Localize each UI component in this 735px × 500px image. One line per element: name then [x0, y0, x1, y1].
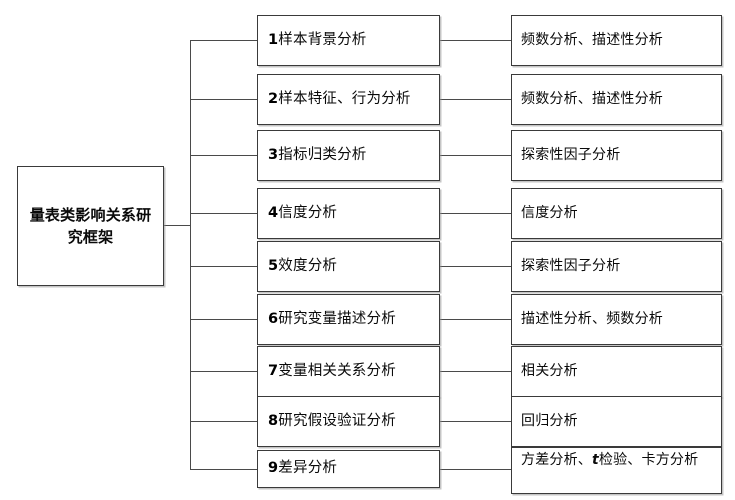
step-box-6[interactable]: 6研究变量描述分析	[257, 294, 440, 345]
step-number-4: 4	[268, 204, 279, 221]
connector-mid-right-4	[440, 213, 512, 215]
connector-branch-7	[190, 371, 258, 373]
step-box-3[interactable]: 3指标归类分析	[257, 130, 440, 181]
connector-branch-4	[190, 213, 258, 215]
step-box-7[interactable]: 7变量相关关系分析	[257, 346, 440, 397]
step-box-2[interactable]: 2样本特征、行为分析	[257, 74, 440, 125]
connector-branch-8	[190, 421, 258, 423]
method-label-6: 描述性分析、频数分析	[521, 310, 663, 327]
step-label-3: 指标归类分析	[278, 146, 367, 163]
method-label-1: 频数分析、描述性分析	[521, 31, 663, 48]
step-number-8: 8	[268, 412, 279, 429]
step-number-6: 6	[268, 310, 279, 327]
step-number-3: 3	[268, 146, 279, 163]
step-number-5: 5	[268, 257, 279, 274]
method-label-9-pre: 方差分析、	[521, 452, 592, 468]
step-box-5[interactable]: 5效度分析	[257, 241, 440, 292]
connector-branch-6	[190, 319, 258, 321]
connector-mid-right-9	[440, 469, 512, 471]
step-label-8: 研究假设验证分析	[278, 412, 396, 429]
method-label-9-post: 检验、卡方分析	[598, 452, 699, 468]
step-label-7: 变量相关关系分析	[278, 362, 396, 379]
method-label-9: 方差分析、t检验、卡方分析	[521, 452, 698, 469]
step-box-4[interactable]: 4信度分析	[257, 188, 440, 239]
step-label-6: 研究变量描述分析	[278, 310, 396, 327]
connector-mid-right-5	[440, 266, 512, 268]
step-box-9[interactable]: 9差异分析	[257, 450, 440, 488]
connector-mid-right-3	[440, 155, 512, 157]
connector-mid-right-1	[440, 40, 512, 42]
connector-branch-3	[190, 155, 258, 157]
method-box-5[interactable]: 探索性因子分析	[511, 241, 722, 292]
step-number-1: 1	[268, 31, 279, 48]
connector-mid-right-2	[440, 99, 512, 101]
step-label-9: 差异分析	[278, 460, 338, 477]
step-label-4: 信度分析	[278, 204, 338, 221]
root-node-box[interactable]: 量表类影响关系研究框架	[17, 166, 164, 286]
connector-mid-right-6	[440, 319, 512, 321]
method-box-1[interactable]: 频数分析、描述性分析	[511, 15, 722, 66]
method-label-7: 相关分析	[521, 362, 578, 379]
connector-trunk-vertical	[190, 40, 192, 470]
root-node-label: 量表类影响关系研究框架	[29, 205, 152, 247]
connector-root-to-trunk	[164, 225, 191, 227]
method-box-6[interactable]: 描述性分析、频数分析	[511, 294, 722, 345]
method-box-4[interactable]: 信度分析	[511, 188, 722, 239]
step-number-7: 7	[268, 362, 279, 379]
connector-mid-right-8	[440, 421, 512, 423]
step-box-8[interactable]: 8研究假设验证分析	[257, 396, 440, 447]
connector-branch-2	[190, 99, 258, 101]
method-label-4: 信度分析	[521, 204, 578, 221]
method-box-3[interactable]: 探索性因子分析	[511, 130, 722, 181]
method-box-7[interactable]: 相关分析	[511, 346, 722, 397]
step-box-1[interactable]: 1样本背景分析	[257, 15, 440, 66]
method-box-2[interactable]: 频数分析、描述性分析	[511, 74, 722, 125]
connector-branch-1	[190, 40, 258, 42]
step-number-2: 2	[268, 90, 279, 107]
method-label-2: 频数分析、描述性分析	[521, 90, 663, 107]
connector-branch-5	[190, 266, 258, 268]
step-label-2: 样本特征、行为分析	[278, 90, 411, 107]
method-label-8: 回归分析	[521, 412, 578, 429]
step-label-5: 效度分析	[278, 257, 338, 274]
method-label-5: 探索性因子分析	[521, 257, 621, 274]
step-label-1: 样本背景分析	[278, 31, 367, 48]
connector-branch-9	[190, 469, 258, 471]
step-number-9: 9	[268, 460, 279, 477]
connector-mid-right-7	[440, 371, 512, 373]
method-label-3: 探索性因子分析	[521, 146, 621, 163]
method-box-9[interactable]: 方差分析、t检验、卡方分析	[511, 447, 722, 494]
method-box-8[interactable]: 回归分析	[511, 396, 722, 447]
method-label-9-italic: t	[592, 452, 599, 468]
